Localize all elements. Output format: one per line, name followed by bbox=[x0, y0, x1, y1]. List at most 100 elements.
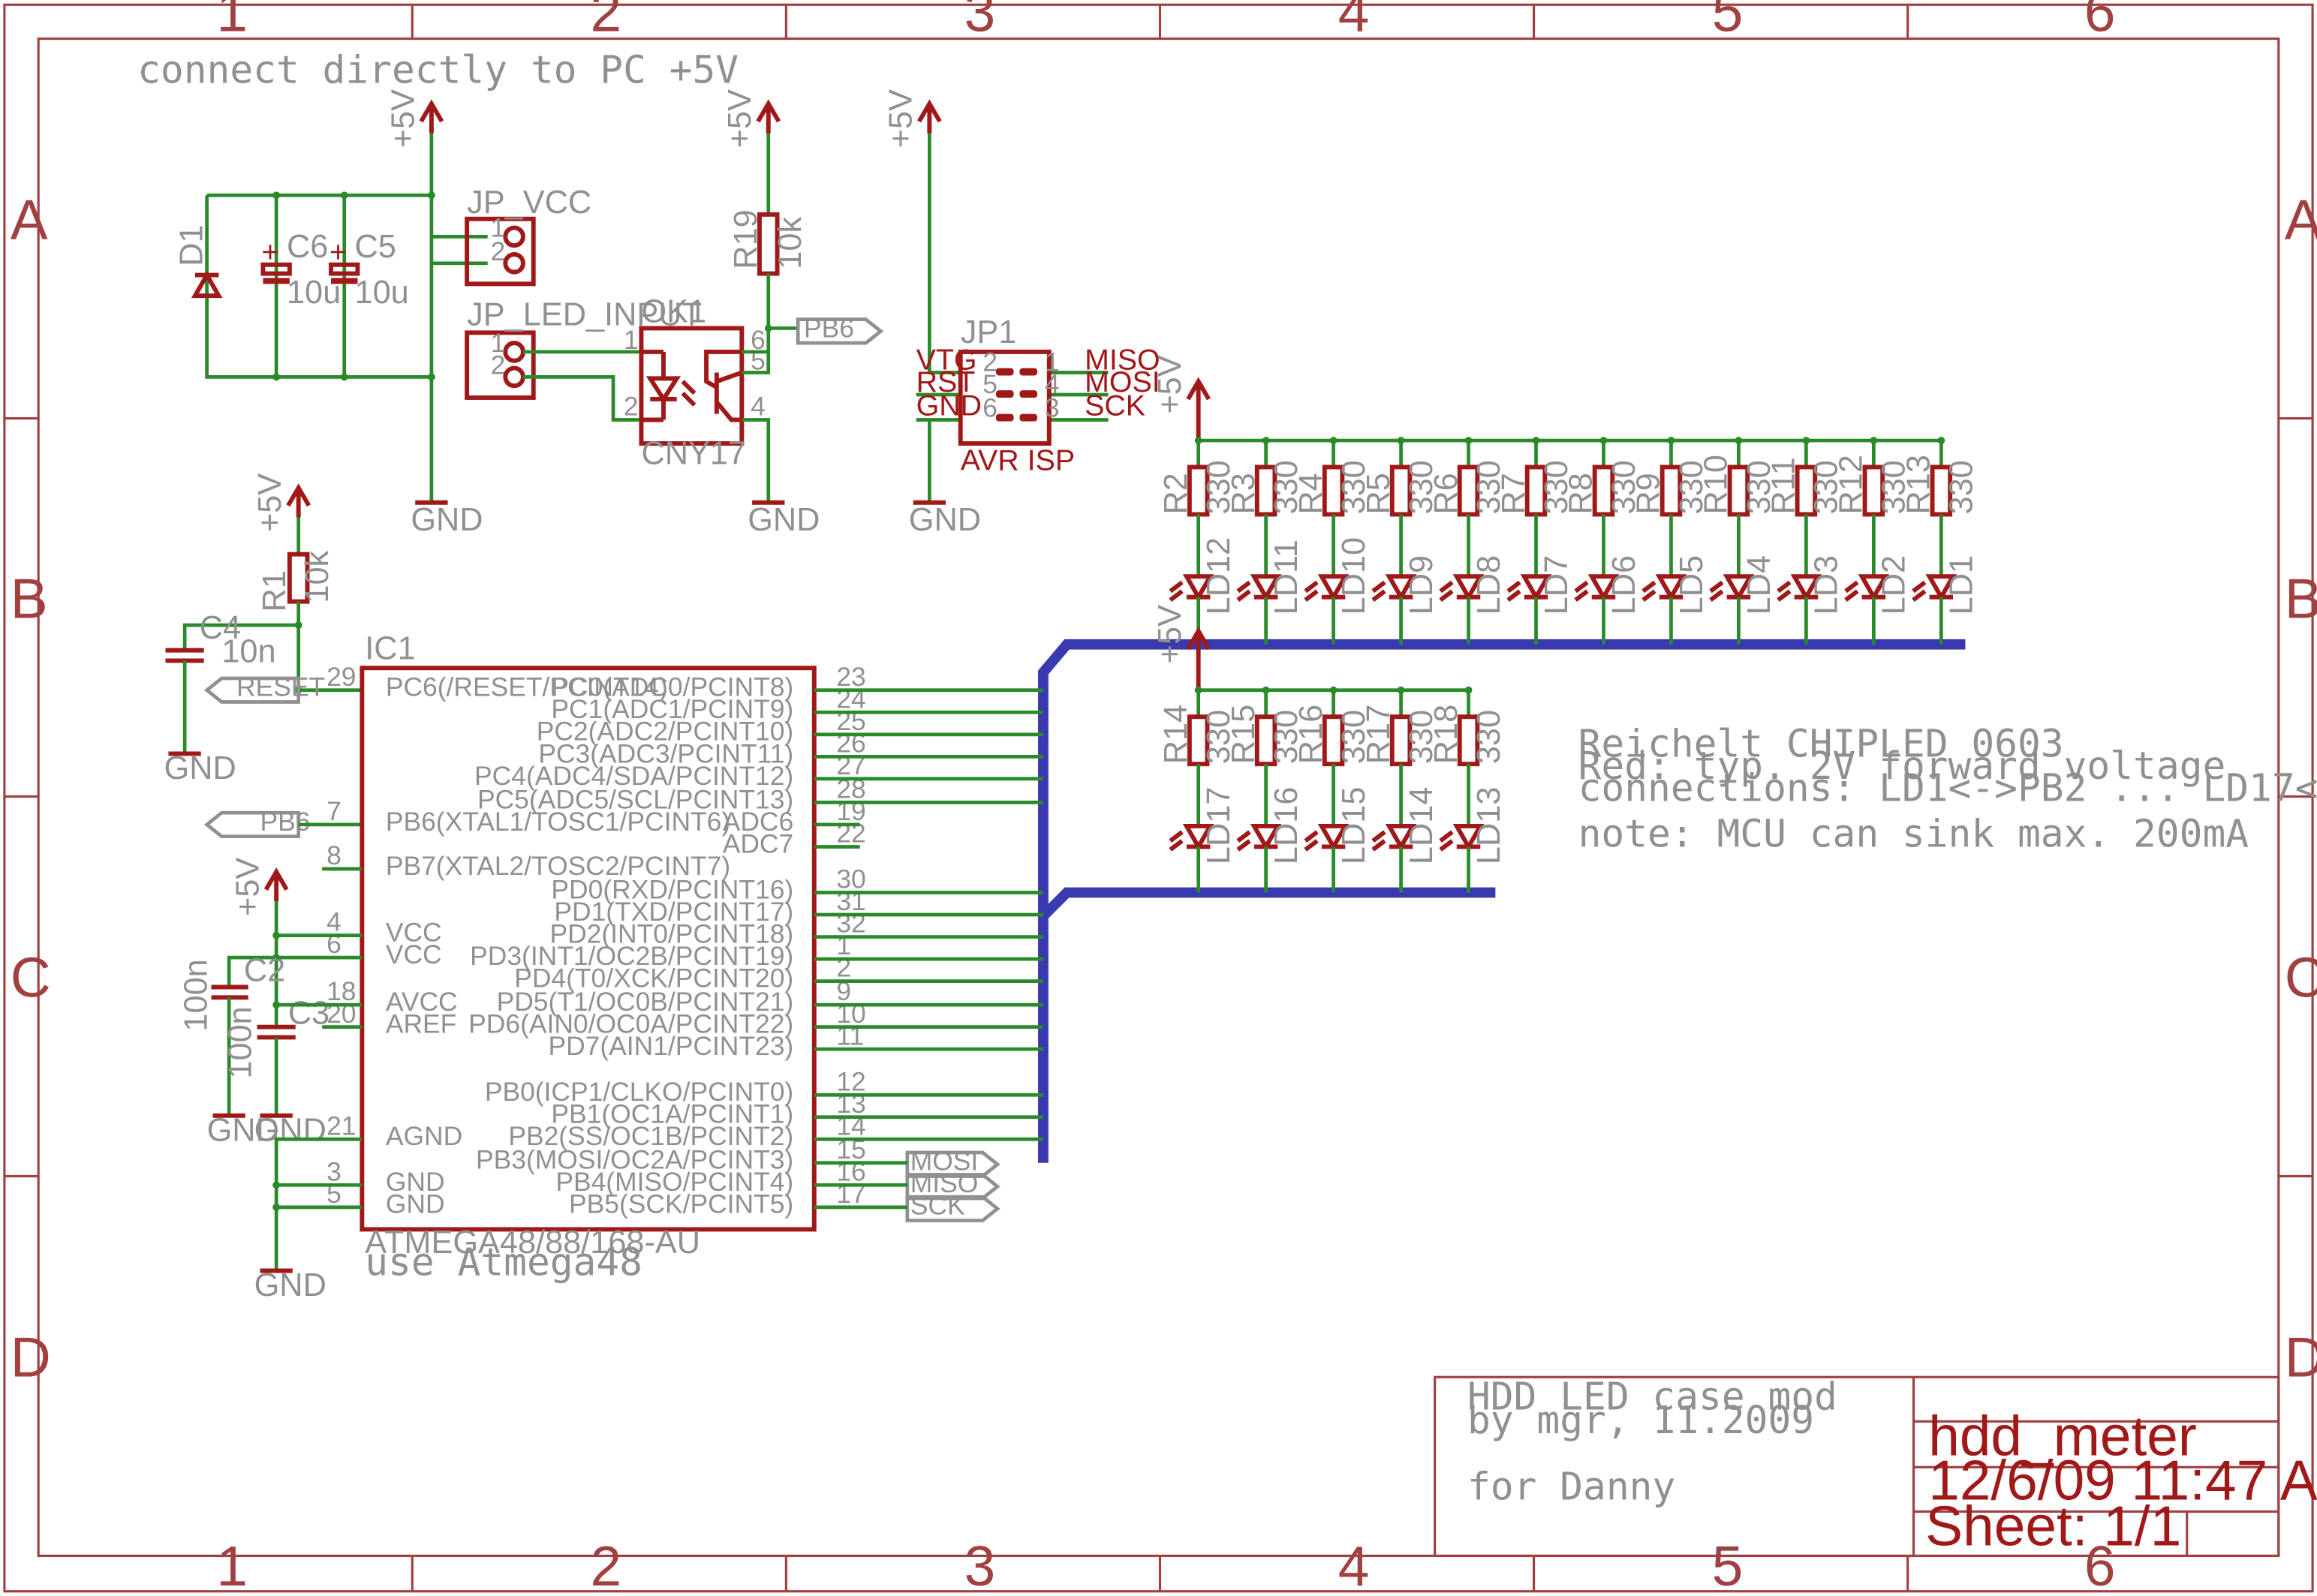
r19-value: 10k bbox=[772, 217, 808, 269]
ic1-pin-number: 18 bbox=[326, 976, 356, 1006]
title-block: HDD LED case mod by mgr, 11.2009 for Dan… bbox=[1434, 1375, 2317, 1558]
svg-text:GND: GND bbox=[254, 1267, 326, 1303]
resistor-ref: R5 bbox=[1361, 473, 1397, 514]
svg-text:6: 6 bbox=[982, 393, 998, 423]
grid-col-2: 2 bbox=[591, 1534, 622, 1596]
led-ref: LD14 bbox=[1404, 787, 1440, 865]
ic1-pin-name: PC4(ADC4/SDA/PCINT12) bbox=[474, 761, 793, 791]
ic1-pin-number: 8 bbox=[326, 840, 342, 870]
ic1-pin-name: PB0(ICP1/CLKO/PCINT0) bbox=[485, 1077, 793, 1107]
led-icon bbox=[1520, 574, 1552, 602]
led-icon bbox=[1452, 823, 1485, 852]
grid-row-B: B bbox=[11, 567, 48, 630]
resistor-ref: R10 bbox=[1699, 455, 1735, 514]
resistor-value: 330 bbox=[1471, 710, 1507, 764]
svg-text:3: 3 bbox=[1045, 393, 1060, 423]
svg-text:6: 6 bbox=[751, 325, 766, 355]
ic1-pin-name: PD7(AIN1/PCINT23) bbox=[548, 1031, 793, 1061]
c4-value: 10n bbox=[221, 633, 275, 669]
svg-text:+5V: +5V bbox=[252, 473, 288, 532]
power-input-section: +5V D1 + C6 10u bbox=[174, 89, 702, 538]
led-ref: LD1 bbox=[1944, 555, 1980, 615]
resistor-value: 330 bbox=[1268, 460, 1304, 514]
jp1-ref: JP1 bbox=[961, 314, 1017, 350]
ic1-pin-number: 29 bbox=[326, 662, 356, 692]
ic1-pin-name: AGND bbox=[386, 1121, 462, 1151]
supply-label: +5V bbox=[385, 89, 421, 148]
diode-d1: D1 bbox=[174, 224, 223, 299]
ic1-pin-name: AREF bbox=[386, 1009, 456, 1039]
supply-5v-symbol: +5V bbox=[385, 89, 444, 148]
svg-text:GND: GND bbox=[909, 502, 981, 538]
led-ref: LD13 bbox=[1471, 787, 1507, 865]
led-ref: LD5 bbox=[1674, 555, 1710, 615]
led-ref: LD9 bbox=[1404, 555, 1440, 615]
ic1-pin-name: PC6(/RESET/PCINT14) bbox=[386, 672, 668, 702]
reset-port-label: RESET bbox=[236, 672, 325, 702]
resistor-ref: R14 bbox=[1158, 705, 1194, 764]
ic1-pin-number: 11 bbox=[836, 1020, 864, 1050]
resistor-ref: R16 bbox=[1293, 705, 1329, 764]
resistor-value: 330 bbox=[1404, 460, 1440, 514]
title-date: 12/6/09 11:47 AM bbox=[1928, 1449, 2317, 1512]
resistor-value: 330 bbox=[1741, 460, 1777, 514]
note-line-2: Red: typ. 2V forward voltage bbox=[1578, 744, 2226, 789]
ic1-pin-name: PC3(ADC3/PCINT11) bbox=[538, 738, 793, 768]
led-ref: LD4 bbox=[1741, 555, 1777, 615]
led-icon bbox=[1250, 574, 1282, 602]
resistor-value: 330 bbox=[1674, 460, 1710, 514]
c2-value: 100n bbox=[179, 959, 215, 1031]
ic1-pin-number: 23 bbox=[836, 662, 865, 692]
reset-circuit: +5V R1 10k C4 10n GND RESET bbox=[164, 473, 363, 786]
resistor-value: 330 bbox=[1809, 460, 1845, 514]
c4-ref: C4 bbox=[200, 610, 241, 646]
resistor-value: 330 bbox=[1944, 460, 1980, 514]
led-icon bbox=[1317, 574, 1350, 602]
resistor-ref: R13 bbox=[1901, 455, 1937, 514]
resistor-value: 330 bbox=[1539, 460, 1575, 514]
svg-text:MOSI: MOSI bbox=[910, 1147, 979, 1177]
grid-col-6: 6 bbox=[2084, 1534, 2116, 1596]
c5-value: 10u bbox=[355, 275, 409, 311]
resistor-ref: R15 bbox=[1226, 705, 1262, 764]
ic1-pin-number: 9 bbox=[836, 976, 851, 1006]
ic1-atmega: IC1 ATMEGA48/88/168-AU use Atmega48 PC6(… bbox=[326, 630, 866, 1285]
led-ref: LD16 bbox=[1268, 787, 1304, 865]
ic1-pin-name: PD3(INT1/OC2B/PCINT19) bbox=[470, 941, 793, 971]
ic1-pin-name: PB7(XTAL2/TOSC2/PCINT7) bbox=[386, 851, 730, 881]
led-icon bbox=[1317, 823, 1350, 852]
svg-text:SCK: SCK bbox=[1085, 389, 1145, 422]
jp1-value: AVR ISP bbox=[961, 443, 1075, 476]
ic1-pin-name: PD6(AIN0/OC0A/PCINT22) bbox=[468, 1009, 793, 1039]
grid-row-A: A bbox=[2285, 188, 2317, 251]
led-icon bbox=[1182, 574, 1214, 602]
grid-row-D: D bbox=[11, 1325, 51, 1388]
ic1-pin-name: PB5(SCK/PCINT5) bbox=[569, 1189, 793, 1219]
ground-symbol: GND bbox=[411, 500, 483, 538]
ic1-pin-name: ADC6 bbox=[723, 807, 794, 837]
svg-text:2: 2 bbox=[982, 347, 998, 377]
resistor-value: 330 bbox=[1876, 460, 1912, 514]
ic1-pin-name: PB6(XTAL1/TOSC1/PCINT6) bbox=[386, 807, 730, 837]
led-ref: LD12 bbox=[1201, 537, 1237, 615]
led-icon bbox=[1925, 574, 1957, 602]
svg-text:4: 4 bbox=[751, 392, 766, 422]
ic1-pin-number: 5 bbox=[326, 1179, 342, 1209]
ic1-pin-number: 3 bbox=[326, 1156, 342, 1186]
led-ref: LD6 bbox=[1606, 555, 1642, 615]
ic1-pin-name: PD5(T1/OC0B/PCINT21) bbox=[497, 987, 794, 1017]
resistor-value: 330 bbox=[1336, 710, 1372, 764]
resistor-value: 330 bbox=[1268, 710, 1304, 764]
ic1-pin-name: PC5(ADC5/SCL/PCINT13) bbox=[477, 784, 793, 814]
grid-row-C: C bbox=[2285, 945, 2317, 1008]
led-ref: LD3 bbox=[1809, 555, 1845, 615]
title-sheet: Sheet: 1/1 bbox=[1925, 1495, 2181, 1558]
resistor-ref: R17 bbox=[1361, 705, 1397, 764]
led-icon bbox=[1587, 574, 1620, 602]
svg-text:VTG: VTG bbox=[916, 344, 977, 377]
decoupling-section: +5V GND GND C2 100n C3 100n GND bbox=[179, 858, 363, 1303]
resistor-ref: R3 bbox=[1226, 473, 1262, 514]
ic1-pin-number: 17 bbox=[836, 1179, 865, 1209]
ic1-pin-name: VCC bbox=[386, 939, 442, 969]
